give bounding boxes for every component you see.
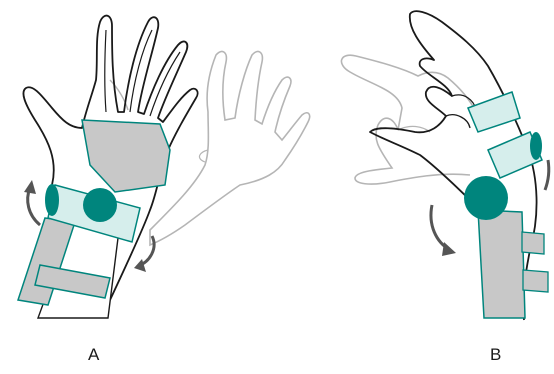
forearm-splint-b [478, 210, 525, 318]
rotation-arrow-b-left [431, 205, 450, 250]
hand-b-finger-curl [446, 115, 470, 128]
strap-b-end-cap [530, 132, 542, 160]
rotation-arrow-b-right [545, 160, 549, 190]
arrowhead-b-left [442, 242, 456, 256]
arrowhead-a-right [134, 259, 146, 272]
wrist-strap-end-cap [45, 184, 59, 216]
strap-b-upper [468, 92, 520, 132]
panel-b [341, 11, 548, 320]
hinge-joint-a [83, 188, 117, 222]
hand-a-finger-inner-1 [105, 30, 106, 112]
panel-a [18, 16, 310, 318]
splint-b-side-strap-2 [523, 270, 548, 292]
splint-b-side-strap [522, 232, 544, 254]
panel-label-b: B [490, 345, 501, 365]
hinge-joint-b [464, 176, 508, 220]
panel-label-a: A [88, 345, 99, 365]
hand-b-ghost-outline [341, 55, 476, 184]
palm-plate [82, 120, 170, 192]
arrowhead-a-left [24, 180, 36, 194]
